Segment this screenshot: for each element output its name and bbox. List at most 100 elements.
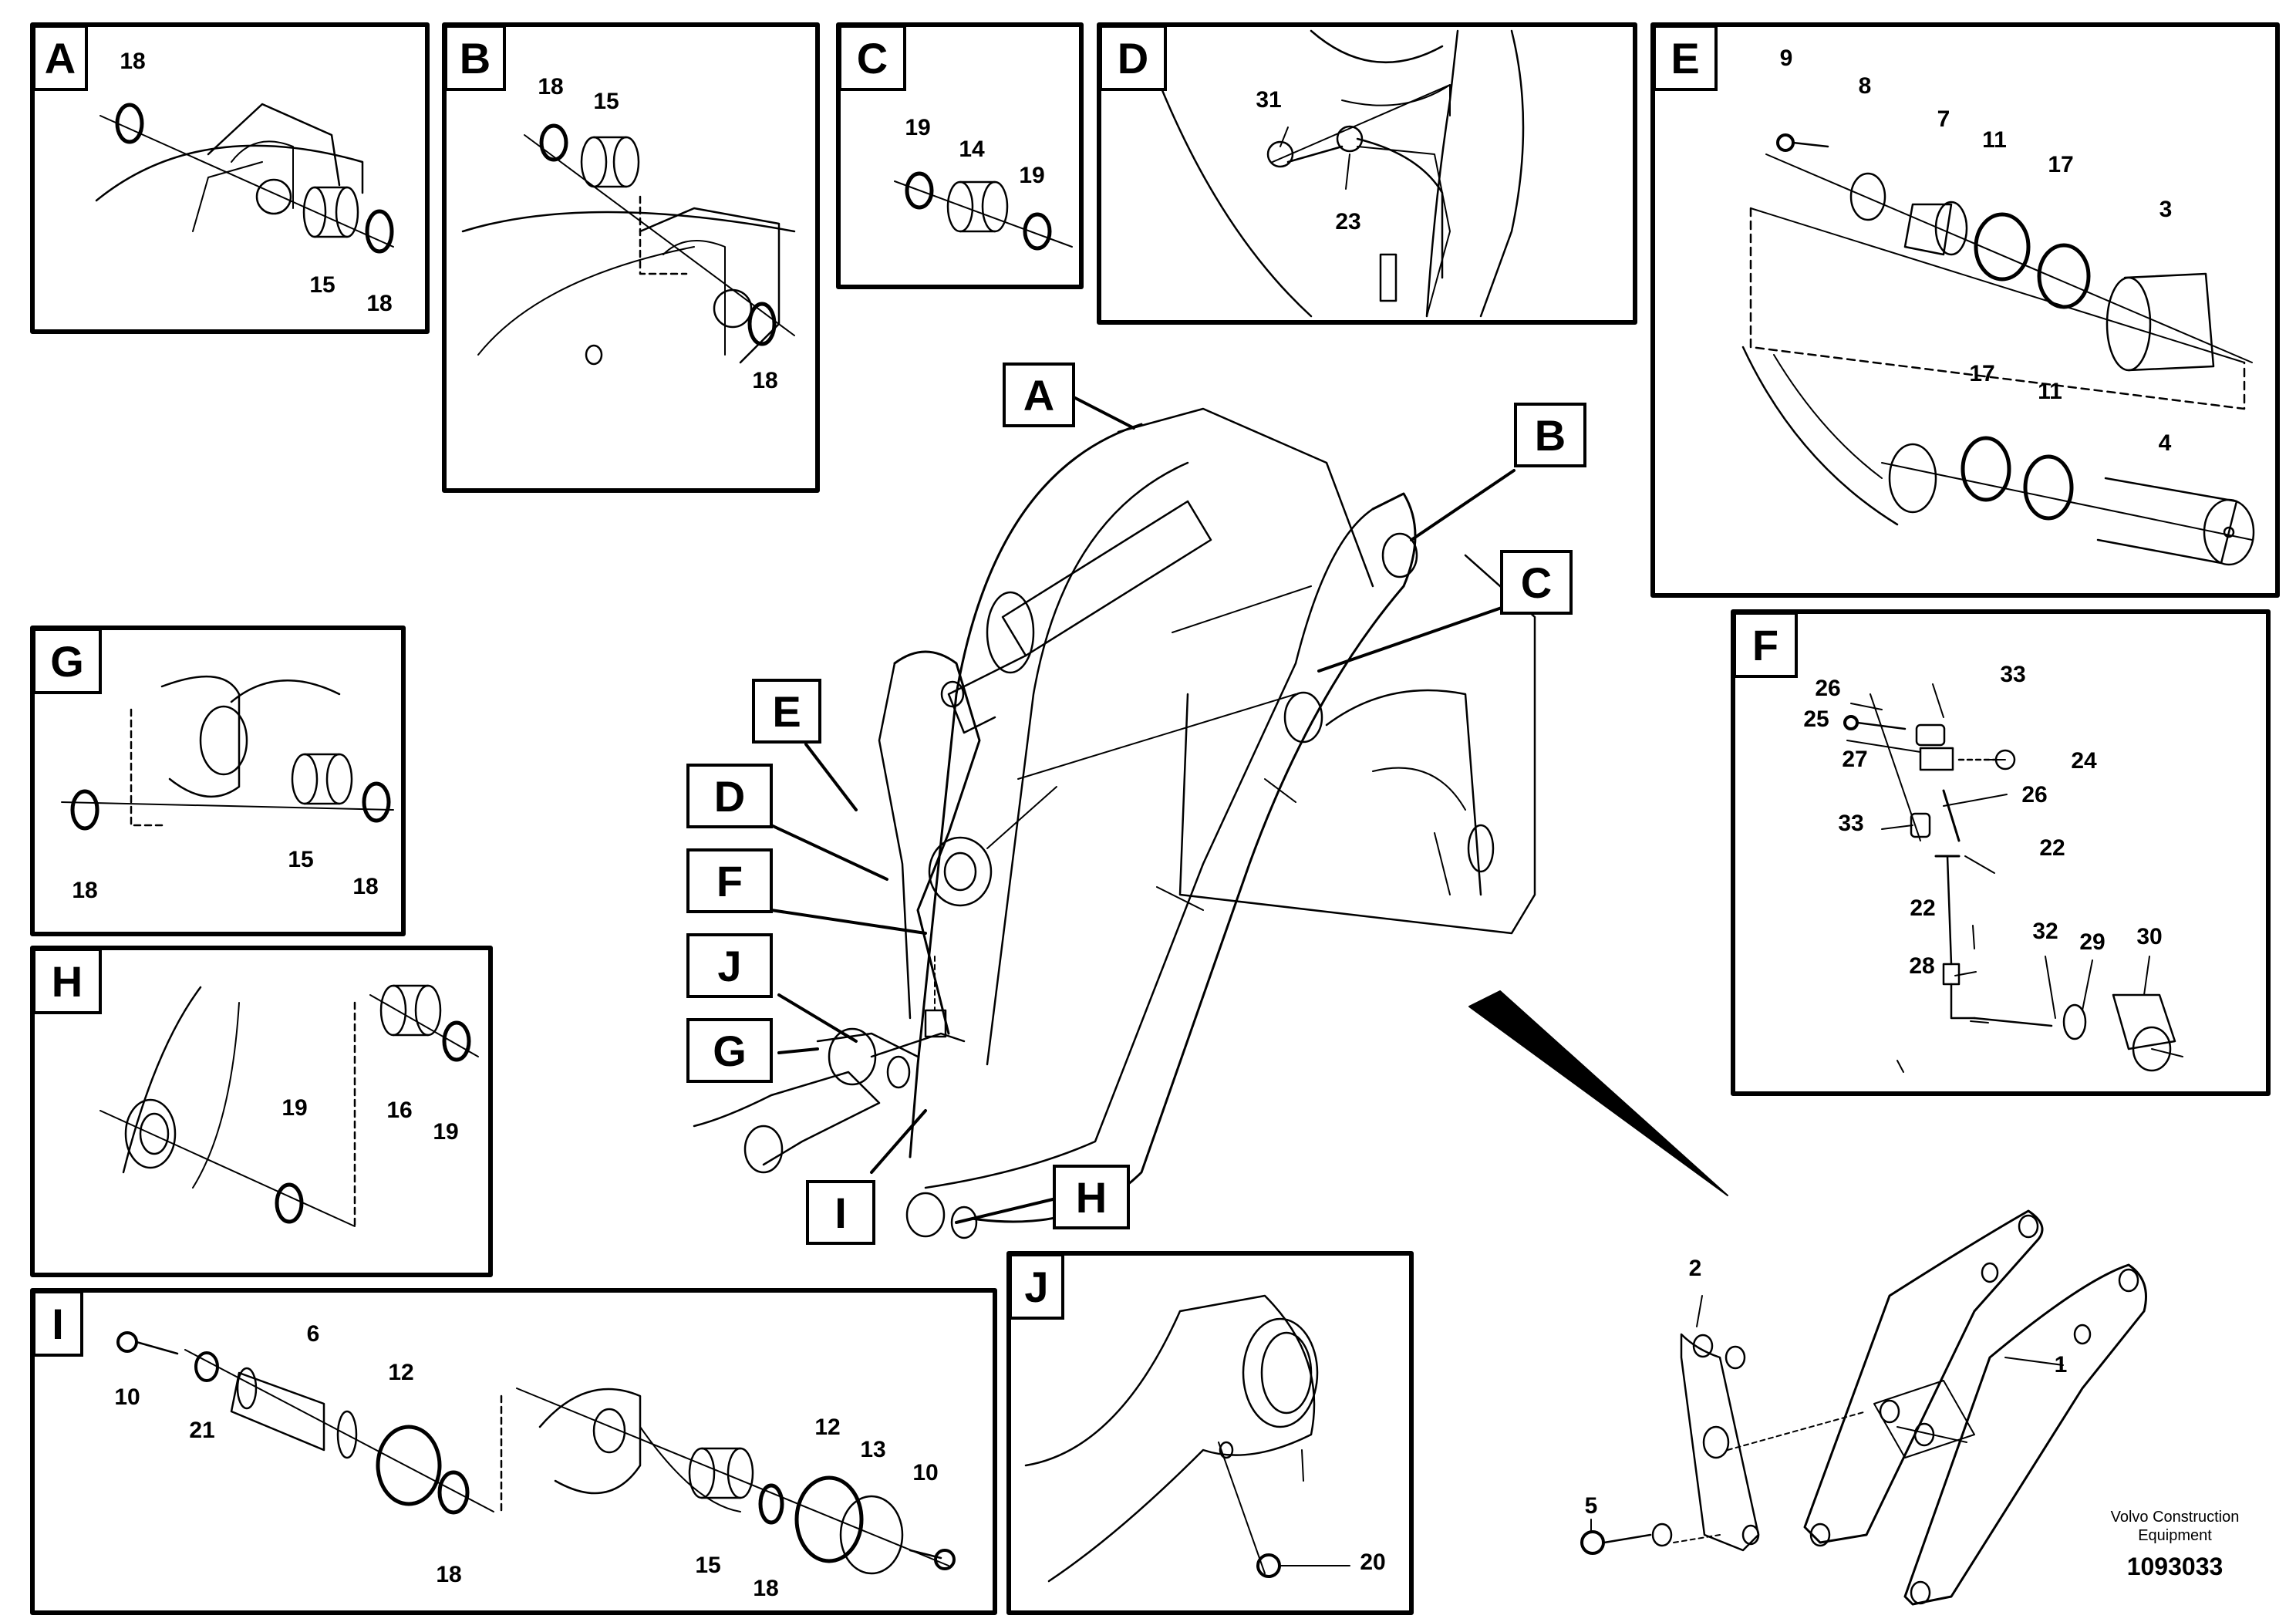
panel-c-drawing (894, 171, 1073, 251)
panel-b-label: B (444, 25, 506, 91)
part-label-f-26-mid: 26 (2021, 782, 2048, 808)
part-label-a-15: 15 (309, 272, 335, 298)
part-label-e-7: 7 (1937, 106, 1950, 132)
panel-c-label: C (838, 25, 906, 91)
panel-e-label: E (1653, 25, 1718, 91)
part-label-i-12-left: 12 (388, 1360, 414, 1385)
part-label-overview-5: 5 (1584, 1493, 1598, 1519)
part-label-overview-2: 2 (1688, 1256, 1702, 1281)
panel-i-drawing (116, 1331, 956, 1575)
panel-a-drawing (95, 103, 394, 254)
part-label-f-26-top: 26 (1815, 676, 1841, 701)
part-label-overview-1: 1 (2054, 1352, 2068, 1378)
part-label-i-10-right: 10 (912, 1460, 939, 1485)
part-label-h-19-left: 19 (282, 1095, 308, 1121)
panel-leader-lines (1279, 126, 2150, 1566)
part-label-i-6: 6 (306, 1321, 320, 1347)
panel-i-label: I (32, 1290, 83, 1357)
part-label-f-30: 30 (2136, 924, 2163, 949)
part-label-b-18-bottom: 18 (752, 368, 778, 393)
part-label-f-22-lower: 22 (1910, 895, 1936, 921)
panel-b-frame (442, 22, 820, 493)
brand-line-1: Volvo Construction (2110, 1509, 2240, 1526)
part-label-i-13: 13 (860, 1437, 886, 1462)
panel-frames (30, 22, 2280, 1615)
part-label-i-15: 15 (695, 1553, 721, 1578)
part-label-e-11-top: 11 (1982, 127, 2007, 153)
callout-d: D (686, 764, 773, 828)
panel-e-drawing (1741, 133, 2255, 566)
panel-a-label: A (32, 25, 88, 91)
panel-f-frame (1731, 609, 2271, 1096)
panel-f-label: F (1733, 612, 1798, 678)
part-label-e-3: 3 (2159, 197, 2173, 222)
part-label-e-11-bottom: 11 (2038, 379, 2062, 404)
panel-e-frame (1650, 22, 2280, 598)
part-label-f-28: 28 (1909, 953, 1935, 979)
panel-j-drawing (1024, 1294, 1319, 1583)
callout-e: E (752, 679, 821, 744)
part-label-a-18-bottom: 18 (366, 291, 393, 316)
part-label-f-27: 27 (1842, 747, 1868, 772)
panel-j-frame (1006, 1251, 1414, 1615)
main-assembly-drawing (693, 407, 1536, 1239)
callout-c: C (1500, 550, 1573, 615)
callout-g: G (686, 1018, 773, 1083)
part-label-e-17-top: 17 (2048, 152, 2074, 177)
overview-pointer-arrow (1468, 990, 1728, 1196)
part-label-i-12-right: 12 (814, 1415, 841, 1440)
part-label-i-18-left: 18 (436, 1562, 462, 1587)
callout-a: A (1003, 363, 1075, 427)
part-label-e-17-bottom: 17 (1969, 361, 1995, 386)
callout-b: B (1514, 403, 1586, 467)
part-label-d-23: 23 (1335, 209, 1361, 234)
panel-d-frame (1097, 22, 1637, 325)
part-label-i-21: 21 (189, 1418, 215, 1443)
part-label-f-24: 24 (2071, 748, 2097, 774)
panel-b-drawing (461, 123, 796, 366)
part-label-f-33-top: 33 (2000, 662, 2026, 687)
callout-i: I (806, 1180, 875, 1245)
part-label-i-10-left: 10 (114, 1384, 140, 1410)
part-label-g-18-left: 18 (72, 878, 98, 903)
panel-h-drawing (99, 984, 479, 1228)
part-label-h-16: 16 (386, 1098, 413, 1123)
panel-d-drawing (1155, 29, 1525, 318)
part-label-c-19-left: 19 (905, 115, 931, 140)
part-label-e-8: 8 (1858, 73, 1872, 99)
part-label-c-19-right: 19 (1019, 163, 1045, 188)
panel-h-label: H (32, 948, 102, 1014)
part-label-c-14: 14 (959, 137, 985, 162)
panel-c-frame (836, 22, 1084, 289)
part-label-g-18-right: 18 (352, 874, 379, 899)
brand-line-2: Equipment (2138, 1527, 2212, 1544)
panel-g-frame (30, 626, 406, 936)
callout-j: J (686, 933, 773, 998)
part-label-d-31: 31 (1256, 87, 1282, 113)
panel-j-label: J (1009, 1253, 1064, 1320)
callout-leader-lines (770, 396, 1521, 1224)
part-label-f-29: 29 (2079, 929, 2106, 955)
callout-f: F (686, 848, 773, 913)
part-label-i-18-right: 18 (753, 1576, 779, 1601)
panel-h-frame (30, 946, 493, 1277)
part-label-e-4: 4 (2158, 430, 2172, 456)
panel-f-drawing (1843, 693, 2183, 1072)
part-label-b-18-top: 18 (538, 74, 564, 99)
part-label-a-18-top: 18 (120, 49, 146, 74)
part-label-f-32: 32 (2032, 919, 2058, 944)
part-label-f-25: 25 (1803, 706, 1829, 732)
part-label-b-15: 15 (593, 89, 619, 114)
callout-h: H (1053, 1165, 1130, 1229)
part-label-h-19-right: 19 (433, 1119, 459, 1145)
panel-a-frame (30, 22, 430, 334)
panel-i-frame (30, 1288, 997, 1615)
panel-g-label: G (32, 628, 102, 694)
panel-d-label: D (1099, 25, 1167, 91)
part-label-f-33-bottom: 33 (1838, 811, 1864, 836)
overview-drawing (1580, 1209, 2147, 1606)
part-label-f-22-mid: 22 (2039, 835, 2065, 861)
brand-block: Volvo Construction Equipment 1093033 (2075, 1508, 2275, 1581)
part-label-e-9: 9 (1779, 46, 1793, 71)
drawing-number: 1093033 (2126, 1553, 2224, 1580)
